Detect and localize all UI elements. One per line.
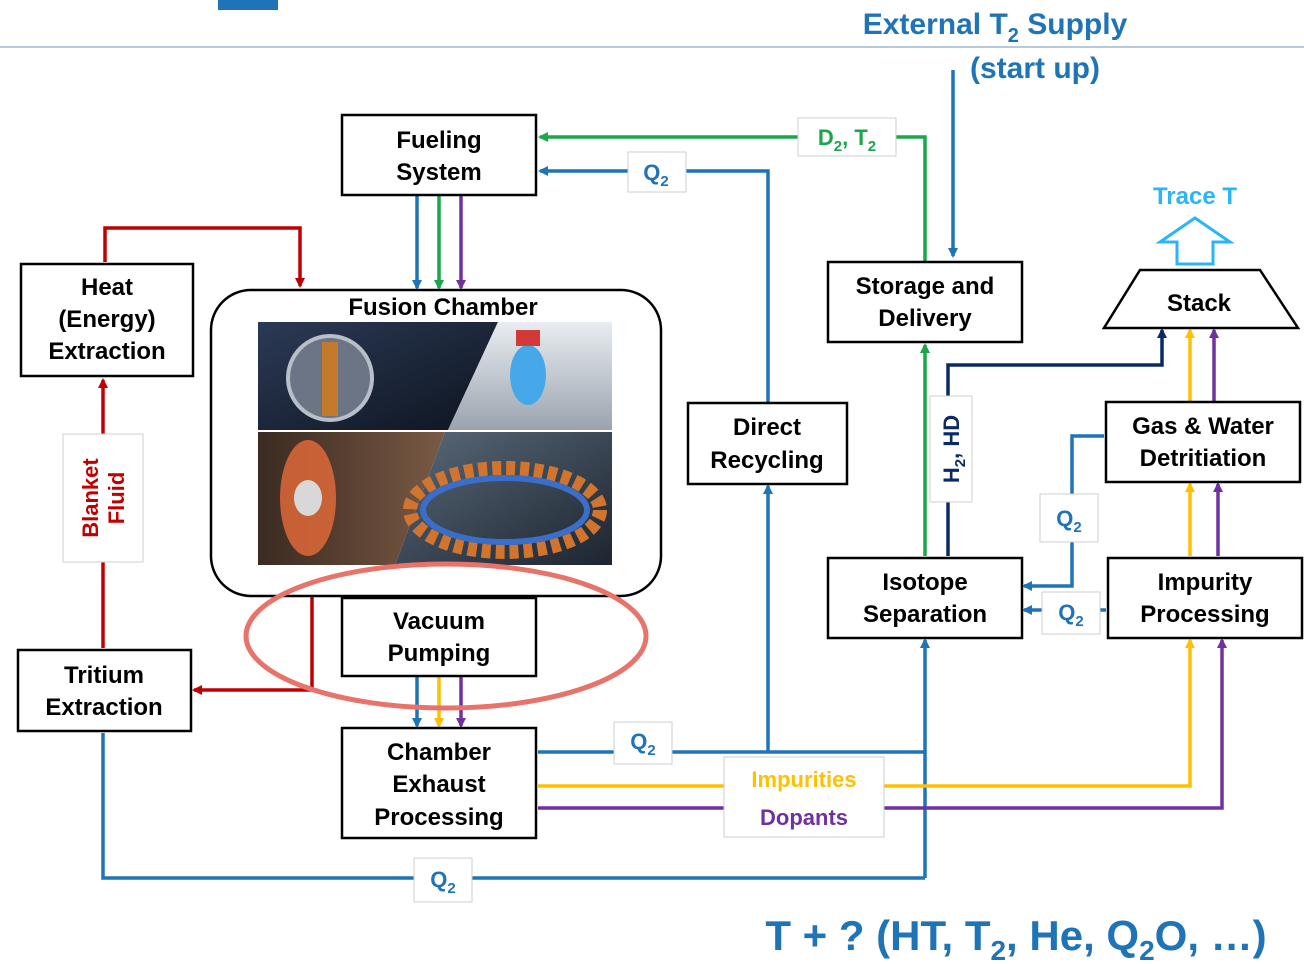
svg-text:Fluid: Fluid — [104, 472, 129, 525]
svg-text:Q2: Q2 — [643, 160, 668, 190]
stack-box: Stack — [1101, 268, 1301, 330]
svg-text:Fueling: Fueling — [396, 127, 481, 154]
chamber-to-tritium-flow — [192, 596, 314, 695]
svg-text:Heat: Heat — [81, 274, 133, 301]
svg-text:Stack: Stack — [1167, 290, 1232, 317]
q2-tag-bottom: Q2 — [413, 857, 473, 903]
footer-formula: T + ? (HT, T2, He, Q2O, …) — [765, 912, 1266, 964]
svg-text:Exhaust: Exhaust — [392, 771, 485, 798]
svg-text:Dopants: Dopants — [760, 805, 848, 830]
svg-text:Processing: Processing — [1140, 601, 1269, 628]
impurities-dopants-tag: Impurities Dopants — [723, 756, 885, 838]
svg-text:Chamber: Chamber — [387, 739, 491, 766]
tritium-extraction-box: Tritium Extraction — [16, 648, 193, 733]
q2-tag-impurity: Q2 — [1041, 591, 1101, 635]
svg-text:Vacuum: Vacuum — [393, 608, 485, 635]
start-up-label: (start up) — [970, 52, 1100, 85]
storage-delivery-box: Storage and Delivery — [826, 260, 1024, 344]
svg-text:Isotope: Isotope — [882, 569, 967, 596]
svg-text:Tritium: Tritium — [64, 662, 144, 689]
svg-text:Extraction: Extraction — [45, 694, 162, 721]
svg-text:Direct: Direct — [733, 414, 801, 441]
svg-text:Q2: Q2 — [1056, 506, 1081, 536]
d2t2-flow — [538, 132, 927, 262]
svg-text:Impurities: Impurities — [751, 767, 856, 792]
direct-recycling-box: Direct Recycling — [686, 401, 849, 486]
q2-tag-exhaust: Q2 — [613, 721, 673, 765]
heat-extraction-box: Heat (Energy) Extraction — [19, 262, 195, 378]
q2-tag-gas: Q2 — [1039, 493, 1099, 543]
fueling-system-box: Fueling System — [340, 113, 538, 197]
chamber-exhaust-box: Chamber Exhaust Processing — [340, 726, 538, 840]
svg-text:Processing: Processing — [374, 804, 503, 831]
d2t2-tag: D2, T2 — [797, 117, 897, 157]
svg-text:D2, T2: D2, T2 — [818, 125, 876, 155]
title-fragment — [218, 0, 278, 10]
q2-tag-fueling: Q2 — [627, 151, 687, 193]
svg-text:Gas & Water: Gas & Water — [1132, 413, 1274, 440]
vacuum-pumping-box: Vacuum Pumping — [340, 596, 538, 678]
svg-text:Recycling: Recycling — [710, 447, 823, 474]
svg-text:Extraction: Extraction — [48, 338, 165, 365]
svg-text:System: System — [396, 159, 481, 186]
svg-text:(Energy): (Energy) — [58, 306, 155, 333]
fusion-device-images — [258, 322, 612, 565]
svg-text:Q2: Q2 — [430, 867, 455, 897]
svg-text:Pumping: Pumping — [388, 640, 491, 667]
heat-loop-flow — [103, 226, 305, 288]
fusion-chamber-box: Fusion Chamber — [209, 288, 663, 598]
trace-t-label: Trace T — [1153, 183, 1237, 210]
external-supply-label: External T2 Supply — [863, 8, 1128, 47]
svg-text:Q2: Q2 — [630, 729, 655, 759]
q2-recycle-flow — [538, 166, 770, 403]
svg-text:Q2: Q2 — [1058, 600, 1083, 630]
svg-text:Separation: Separation — [863, 601, 987, 628]
up-arrow-icon — [1155, 216, 1235, 266]
svg-text:H2, HD: H2, HD — [939, 415, 969, 483]
svg-text:Fusion Chamber: Fusion Chamber — [348, 294, 537, 321]
isotope-separation-box: Isotope Separation — [826, 556, 1024, 640]
svg-text:Storage and: Storage and — [856, 273, 995, 300]
h2hd-tag: H2, HD — [929, 395, 973, 503]
highlight-ellipse — [243, 561, 649, 711]
svg-text:Detritiation: Detritiation — [1140, 445, 1267, 472]
blanket-fluid-tag: Blanket Fluid — [62, 433, 144, 563]
impurity-processing-box: Impurity Processing — [1106, 556, 1304, 640]
tritium-q2-flow — [101, 733, 925, 880]
gas-water-detritiation-box: Gas & Water Detritiation — [1104, 400, 1302, 484]
svg-text:Impurity: Impurity — [1158, 569, 1253, 596]
svg-text:Blanket: Blanket — [78, 458, 103, 538]
svg-text:Delivery: Delivery — [878, 305, 972, 332]
